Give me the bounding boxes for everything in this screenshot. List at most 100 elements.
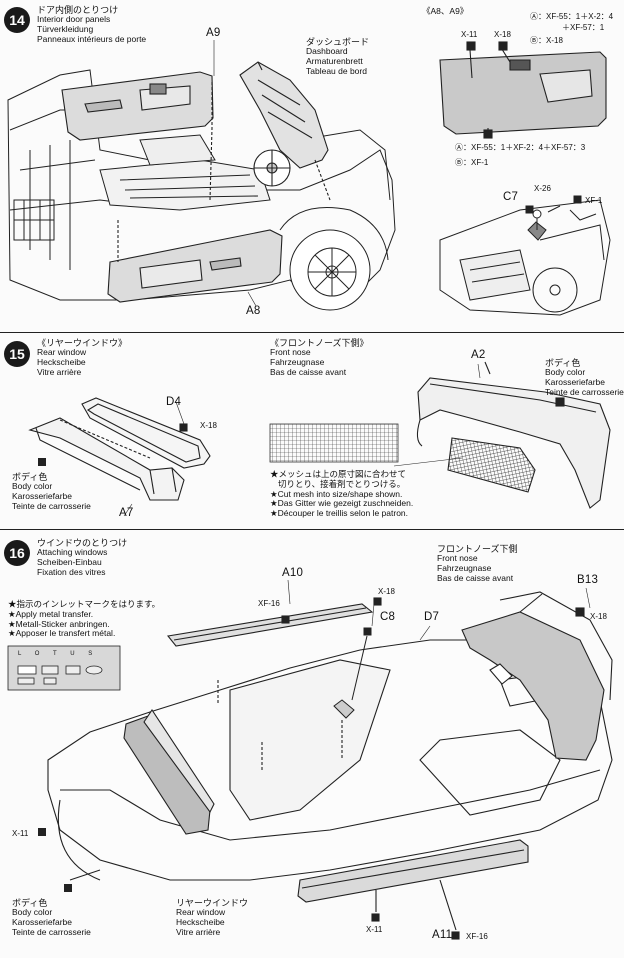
inset-title: 《A8、A9》 — [422, 6, 469, 16]
nose15-en: Front nose — [270, 347, 311, 358]
c8-x18: X-18 — [378, 587, 395, 596]
dashboard-de: Armaturenbrett — [306, 56, 363, 67]
nose16-jp: フロントノーズ下側 — [437, 544, 518, 554]
step16-title-en: Attaching windows — [37, 547, 108, 558]
divider-15-16 — [0, 529, 624, 530]
mesh-note-4: ★Découper le treillis selon le patron. — [270, 508, 409, 519]
bodycolor16-de: Karosseriefarbe — [12, 917, 73, 928]
mesh-note-3: ★Das Gitter wie gezeigt zuschneiden. — [270, 498, 414, 509]
bottom-x11: X-11 — [366, 925, 383, 934]
step16-title: ウインドウのとりつけ Attaching windows Scheiben-Ei… — [37, 538, 127, 578]
nose15-de: Fahrzeugnase — [270, 357, 325, 368]
nose15-jp: 《フロントノーズ下側》 — [270, 338, 369, 348]
rear-window-d4 — [81, 397, 211, 469]
nose15-fr: Bas de caisse avant — [270, 366, 347, 377]
label-d4: D4 — [166, 396, 182, 408]
nose16-de: Fahrzeugnase — [437, 563, 492, 574]
paint-chip-step15 — [38, 458, 46, 466]
part-c8 — [333, 627, 372, 719]
inset-interior-c7 — [439, 195, 611, 316]
step16-title-jp: ウインドウのとりつけ — [37, 538, 128, 548]
step15-title-fr: Vitre arrière — [37, 366, 82, 377]
divider-14-15 — [0, 332, 624, 333]
sheet-letters: L O T U S — [18, 651, 92, 658]
label-c8: C8 — [380, 611, 396, 623]
step15-title-jp: 《リヤーウインドウ》 — [37, 338, 128, 348]
inset-mix-a: Ⓐ：XF-55：1＋X-2：4 — [530, 12, 614, 21]
transfer-note-2: ★Metall-Sticker anbringen. — [8, 618, 110, 629]
sheet-letter-0: L — [18, 651, 22, 657]
rearwin16-jp: リヤーウインドウ — [176, 898, 249, 908]
dashboard-fr: Tableau de bord — [306, 65, 367, 76]
a10-xf16: XF-16 — [258, 599, 280, 608]
mesh-template — [269, 423, 399, 463]
left-x11: X-11 — [12, 829, 29, 838]
window-frame-a7 — [28, 417, 185, 501]
b13-x18: X-18 — [590, 612, 607, 621]
step16-body-color: ボディ色 Body color Karosseriefarbe Teinte d… — [12, 898, 91, 938]
label-a10: A10 — [282, 567, 304, 579]
rearwin16-fr: Vitre arrière — [176, 926, 221, 937]
inset-mix-b-bottom: Ⓑ：XF-1 — [455, 158, 489, 167]
trim-strip-a10 — [166, 597, 382, 647]
nose16-fr: Bas de caisse avant — [437, 572, 514, 583]
dashboard-en: Dashboard — [306, 46, 348, 57]
rearwin16-en: Rear window — [176, 907, 226, 918]
bodycolor16-en: Body color — [12, 907, 53, 918]
c7-x26: X-26 — [534, 184, 551, 193]
step15-title-de: Heckscheibe — [37, 357, 86, 368]
label-a9: A9 — [206, 27, 221, 39]
sill-a11 — [297, 839, 529, 940]
transfer-notes: ★指示のインレットマークをはります。 ★Apply metal transfer… — [8, 599, 161, 639]
mesh-note-0: ★メッシュは上の原寸図に合わせて — [270, 469, 407, 479]
step16-title-de: Scheiben-Einbau — [37, 557, 102, 568]
bodycolor15-fr: Teinte de carrosserie — [12, 500, 91, 511]
dashboard-jp: ダッシュボード — [306, 37, 370, 47]
inset-mix-a-bottom: Ⓐ：XF-55：1＋XF-2：4＋XF-57：3 — [455, 143, 586, 152]
bodycolor15-jp: ボディ色 — [12, 472, 48, 482]
transfer-note-0: ★指示のインレットマークをはります。 — [8, 599, 161, 609]
sheet-letter-1: O — [34, 651, 40, 657]
step14-chassis-drawing — [7, 69, 396, 311]
bodycolor15-en: Body color — [12, 481, 53, 492]
label-a8: A8 — [246, 305, 261, 317]
front-nose-caption-16: フロントノーズ下側 Front nose Fahrzeugnase Bas de… — [437, 544, 518, 584]
d4-x18: X-18 — [200, 421, 217, 430]
step15-body-color-2: ボディ色 Body color Karosseriefarbe Teinte d… — [545, 358, 624, 398]
inset-door-card — [439, 41, 607, 139]
step15-title: 《リヤーウインドウ》 Rear window Heckscheibe Vitre… — [37, 338, 127, 378]
dashboard-caption: ダッシュボード Dashboard Armaturenbrett Tableau… — [306, 37, 369, 77]
step14-title-fr: Panneaux intérieurs de porte — [37, 33, 147, 44]
label-c7: C7 — [503, 191, 519, 203]
transfer-note-3: ★Apposer le transfert métal. — [8, 628, 116, 639]
inset-mix-a-cont: ＋XF-57：1 — [562, 23, 605, 32]
step14-title-jp: ドア内側のとりつけ — [37, 5, 119, 15]
step14-title-en: Interior door panels — [37, 14, 111, 25]
bodycolor15-de: Karosseriefarbe — [12, 491, 73, 502]
bodycolor15b-en: Body color — [545, 367, 586, 378]
dashboard-part — [239, 61, 331, 201]
sheet-letter-3: U — [70, 651, 75, 657]
c7-xf1: XF-1 — [585, 196, 603, 205]
bodycolor15b-fr: Teinte de carrosserie — [545, 386, 624, 397]
door-panel-a9 — [61, 71, 214, 201]
step16-title-fr: Fixation des vitres — [37, 566, 106, 577]
rear-window-caption-16: リヤーウインドウ Rear window Heckscheibe Vitre a… — [176, 898, 248, 938]
mesh-instructions: ★メッシュは上の原寸図に合わせて 切りとり、接着剤でとりつける。 ★Cut me… — [270, 469, 414, 519]
step-number-16: 16 — [4, 540, 30, 566]
step-number-15: 15 — [4, 341, 30, 367]
mesh-note-1: 切りとり、接着剤でとりつける。 — [278, 478, 406, 489]
bodycolor15b-jp: ボディ色 — [545, 358, 581, 368]
inset-mix-b: Ⓑ：X-18 — [530, 36, 563, 45]
bodycolor16-fr: Teinte de carrosserie — [12, 926, 91, 937]
front-nose-caption-15: 《フロントノーズ下側》 Front nose Fahrzeugnase Bas … — [270, 338, 369, 378]
mesh-note-2: ★Cut mesh into size/shape shown. — [270, 488, 403, 499]
rearwin16-de: Heckscheibe — [176, 917, 225, 928]
label-a11: A11 — [432, 929, 453, 941]
label-d7: D7 — [424, 611, 440, 623]
step-number-14: 14 — [4, 7, 30, 33]
inset-x18-top: X-18 — [494, 30, 511, 39]
label-a2: A2 — [471, 349, 486, 361]
